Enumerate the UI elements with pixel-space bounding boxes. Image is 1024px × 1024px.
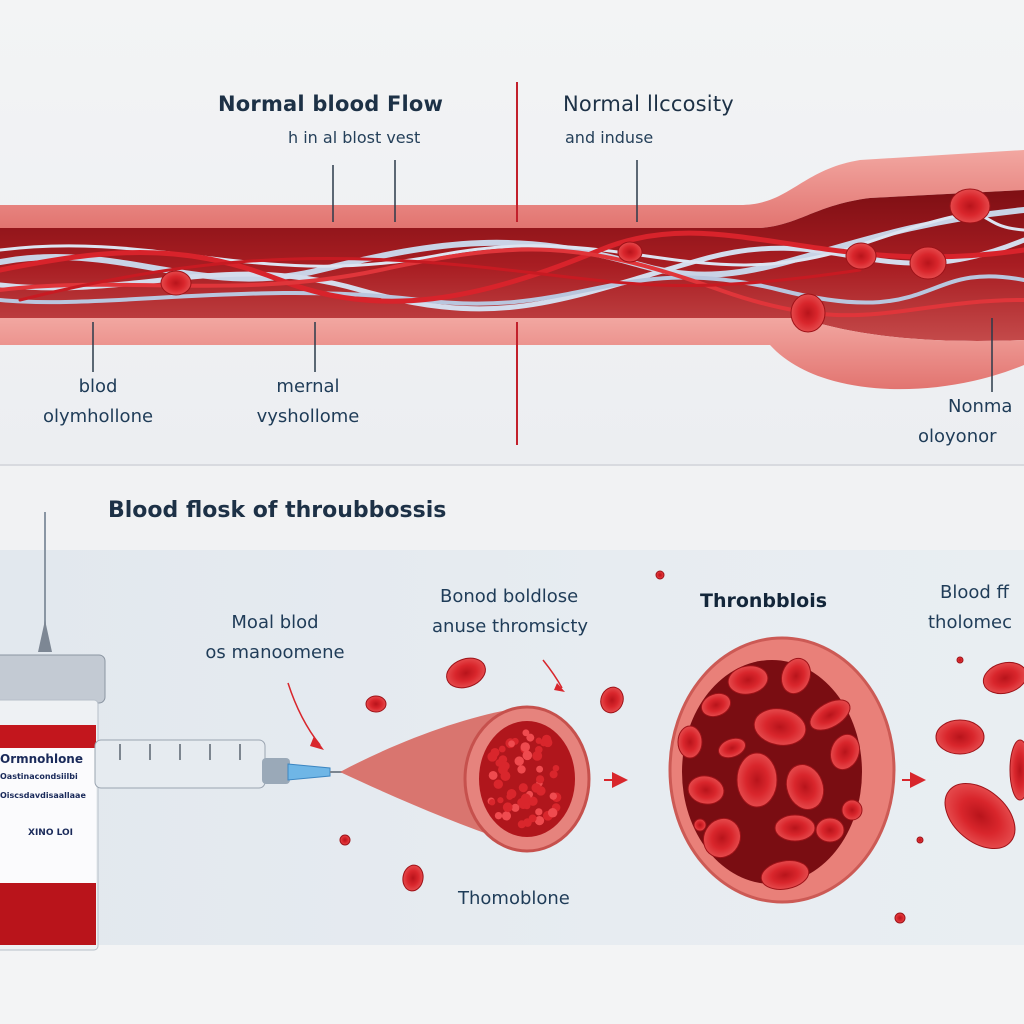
clot-dot	[548, 808, 557, 817]
clot-dot	[502, 811, 511, 820]
vial-label-line: Oiscsdavdisaallaae	[0, 791, 96, 800]
blood-cell	[618, 242, 642, 262]
clot-dot	[550, 793, 557, 800]
blood-cell	[694, 819, 706, 831]
label-line: blod	[28, 372, 168, 402]
clot-dot	[550, 770, 558, 778]
blood-cell	[161, 271, 191, 295]
clot-dot	[494, 780, 503, 789]
blood-cell	[401, 863, 425, 892]
vessel-label-right: Nonma oloyonor	[918, 392, 1012, 452]
normal-flow-subtitle: h in al blost vest	[288, 128, 420, 147]
clot-dot	[487, 752, 497, 762]
thrombus-title: Thronbblois	[700, 590, 827, 612]
clot-dot	[515, 756, 524, 765]
clot-dot	[497, 797, 503, 803]
blood-cell	[366, 696, 386, 712]
vial-label-name: Ormnohlone	[0, 752, 96, 766]
blood-cell	[842, 800, 862, 820]
clot-dot	[511, 804, 519, 812]
clot-dot	[489, 771, 498, 780]
viscosity-subtitle: and induse	[565, 128, 653, 147]
blood-cell	[791, 294, 825, 332]
clot-dot	[531, 783, 541, 793]
clot-dot	[519, 783, 528, 792]
clot-dot	[495, 812, 502, 819]
clot-dot	[498, 765, 508, 775]
blood-cell	[846, 243, 876, 269]
blood-cell	[895, 913, 905, 923]
clot-dot	[523, 751, 533, 761]
clot-dot	[522, 729, 529, 736]
blood-cell	[933, 770, 1024, 861]
normal-flow-title: Normal blood Flow	[218, 92, 443, 116]
blood-cell	[957, 657, 963, 663]
left-caption: Moal blod os manoomene	[190, 608, 360, 668]
clot-dot	[507, 789, 517, 799]
vessel-cone	[340, 707, 589, 851]
caption-line: Blood ff	[928, 578, 1012, 608]
clot-dot	[529, 814, 537, 822]
vial-label: Ormnohlone Oastinacondsiilbi Oiscsdavdis…	[0, 752, 96, 838]
blood-cell	[816, 818, 844, 842]
label-line: Nonma	[918, 392, 1012, 422]
center-caption: Bonod boldlose anuse thromsicty	[432, 582, 588, 642]
clot-dot	[503, 802, 513, 812]
clot-dot	[532, 751, 542, 761]
clot-dot	[536, 766, 543, 773]
caption-line: os manoomene	[190, 638, 360, 668]
clot-dot	[499, 746, 506, 753]
vessel-label-middle: mernal vyshollome	[238, 372, 378, 432]
blood-cell	[950, 189, 990, 223]
blood-cell	[737, 753, 777, 807]
blood-cell	[597, 684, 627, 716]
caption-line: Moal blod	[190, 608, 360, 638]
thrombosis-heading: Blood flosk of throubbossis	[108, 498, 446, 523]
label-line: olymhollone	[28, 402, 168, 432]
syringe	[95, 740, 345, 788]
vessel-label-left: blod olymhollone	[28, 372, 168, 432]
clot-dot	[489, 799, 495, 805]
label-line: vyshollome	[238, 402, 378, 432]
blood-cell	[775, 815, 815, 841]
clot-dot	[517, 765, 525, 773]
blood-cell	[340, 835, 350, 845]
blood-cell	[656, 571, 664, 579]
blood-cell	[442, 653, 489, 693]
caption-line: Bonod boldlose	[432, 582, 588, 612]
vial-label-footer: XINO LOI	[0, 828, 96, 838]
blood-cell	[910, 247, 946, 279]
right-caption: Blood ff tholomec	[928, 578, 1012, 638]
clot-dot	[536, 738, 542, 744]
label-line: mernal	[238, 372, 378, 402]
vial-label-line: Oastinacondsiilbi	[0, 772, 96, 781]
label-line: oloyonor	[918, 422, 1012, 452]
clot-dot	[520, 742, 530, 752]
caption-line: anuse thromsicty	[432, 612, 588, 642]
blood-cell	[678, 726, 702, 758]
cone-caption: Thomoblone	[458, 884, 570, 914]
blood-cell	[936, 720, 984, 754]
clot-dot	[542, 735, 551, 744]
blood-cell	[980, 658, 1024, 698]
clot-dot	[535, 808, 542, 815]
clot-dot	[523, 802, 530, 809]
blood-cell	[917, 837, 923, 843]
blood-cell	[1010, 740, 1024, 800]
vial	[0, 512, 105, 950]
viscosity-title: Normal llccosity	[563, 92, 734, 116]
clot-dot	[521, 794, 531, 804]
clot-dot	[508, 740, 515, 747]
caption-line: tholomec	[928, 608, 1012, 638]
clot-dot	[536, 775, 544, 783]
